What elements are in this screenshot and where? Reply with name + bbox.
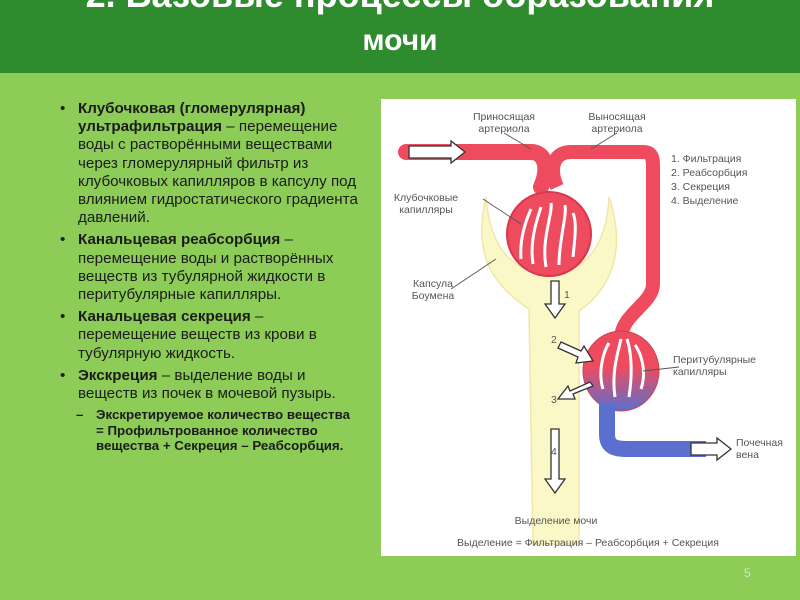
- sub-bullet-formula: – Экскретируемое количество вещества = П…: [60, 407, 360, 454]
- legend-item: 3. Секреция: [671, 181, 730, 193]
- efferent-arteriole: [546, 145, 660, 340]
- peritubular-label: Перитубулярные: [673, 354, 756, 366]
- dash-marker: –: [76, 407, 84, 423]
- afferent-label: Приносящая: [473, 111, 535, 123]
- bullet-filtration: • Клубочковая (гломерулярная) ультрафиль…: [60, 100, 360, 227]
- excretion-label: Выделение мочи: [515, 515, 598, 527]
- title-line-2: мочи: [362, 24, 438, 57]
- sub-bullet-text: Экскретируемое количество вещества = Про…: [96, 407, 350, 454]
- efferent-label: Выносящая: [588, 111, 645, 123]
- bullet-text: – перемещение воды и растворённых вещест…: [78, 231, 334, 304]
- bullet-reabsorption: • Канальцевая реабсорбция – перемещение …: [60, 231, 360, 304]
- peritubular-loops: [599, 338, 645, 398]
- capsule-label: Капсула: [413, 278, 453, 290]
- vein-label: Почечная: [736, 437, 783, 449]
- efferent-label: артериола: [591, 123, 642, 135]
- bullet-dot: •: [60, 231, 66, 249]
- slide-number: 5: [744, 566, 751, 580]
- arrow-filtration-down: [543, 280, 567, 320]
- bullet-term: Клубочковая (гломерулярная) ультрафильтр…: [78, 100, 306, 136]
- afferent-label: артериола: [478, 123, 529, 135]
- legend-item: 1. Фильтрация: [671, 153, 741, 165]
- capsule-label: Боумена: [412, 290, 455, 302]
- arrow-reabsorption: [557, 341, 595, 364]
- legend-item: 2. Реабсорбция: [671, 167, 747, 179]
- afferent-arteriole: [398, 144, 554, 195]
- bullet-text: – выделение воды и веществ из почек в мо…: [78, 366, 336, 403]
- bowman-capsule-tubule: [481, 196, 618, 545]
- arrow-excretion-down: [543, 428, 567, 495]
- arrow-afferent-in: [408, 139, 467, 165]
- renal-vein: [599, 404, 706, 457]
- arrow-secretion: [556, 381, 595, 400]
- bullet-secretion: • Канальцевая секреция – перемещение вещ…: [60, 308, 360, 363]
- flow-arrows: [408, 139, 733, 495]
- bullet-excretion: • Экскреция – выделение воды и веществ и…: [60, 367, 360, 403]
- glomerular-label: Клубочковые: [394, 192, 458, 204]
- glomerular-label: капилляры: [399, 204, 453, 216]
- bullet-dot: •: [60, 308, 66, 326]
- nephron-figure: Приносящая артериола Выносящая артериола…: [381, 99, 796, 556]
- bullet-dot: •: [60, 366, 66, 384]
- bullet-term: Экскреция: [78, 366, 158, 384]
- step-number: 4: [551, 446, 557, 458]
- arrow-vein-out: [690, 436, 733, 462]
- leader-lines: [450, 132, 680, 372]
- title-line-1: 2. Базовые процессы образования: [0, 0, 800, 16]
- step-number: 3: [551, 394, 557, 406]
- nephron-diagram: Приносящая артериола Выносящая артериола…: [394, 111, 783, 549]
- bullet-term: Канальцевая реабсорбция: [78, 231, 281, 249]
- peritubular-label: капилляры: [673, 366, 727, 378]
- bullet-dot: •: [60, 100, 66, 117]
- step-number: 2: [551, 334, 557, 346]
- bullet-list: • Клубочковая (гломерулярная) ультрафиль…: [60, 100, 360, 454]
- glomerulus: [506, 191, 592, 277]
- formula-text: Выделение = Фильтрация – Реабсорбция + С…: [457, 537, 719, 549]
- step-number: 1: [564, 289, 570, 301]
- bullet-text: – перемещение воды с растворёнными вещес…: [78, 118, 358, 227]
- title-banner: 2. Базовые процессы образования мочи: [0, 0, 800, 73]
- bullet-text: – перемещение веществ из крови в тубуляр…: [78, 308, 317, 362]
- bullet-term: Канальцевая секреция: [78, 308, 251, 326]
- legend-item: 4. Выделение: [671, 195, 738, 207]
- vein-label: вена: [736, 449, 759, 461]
- glomerulus-loops: [519, 202, 577, 268]
